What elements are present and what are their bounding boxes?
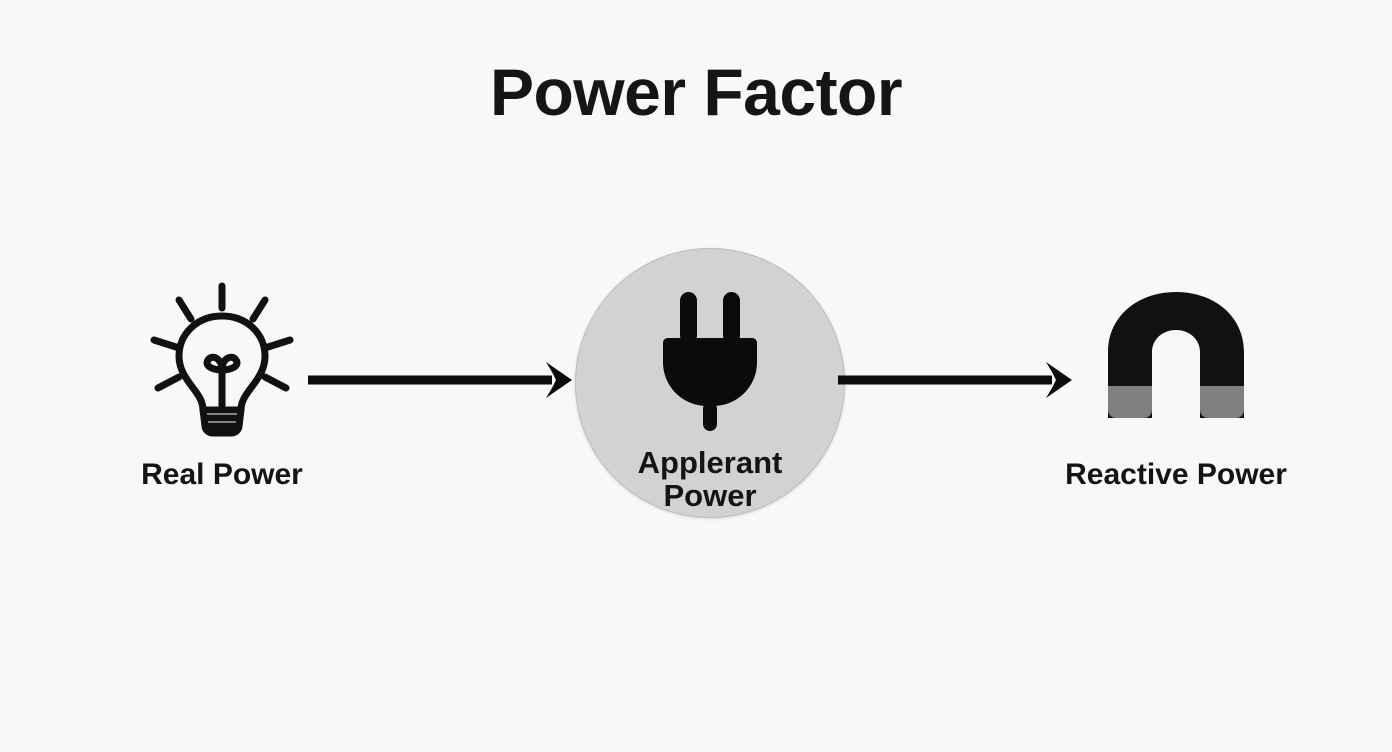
node-real-power-label: Real Power	[141, 458, 303, 491]
page-title: Power Factor	[489, 55, 903, 129]
node-reactive-power[interactable]: Reactive Power	[1045, 290, 1307, 492]
node-apparent-power-label-line2: Power	[663, 478, 757, 514]
horseshoe-magnet-icon	[1090, 290, 1262, 418]
node-real-power[interactable]: Real Power	[92, 278, 352, 492]
node-apparent-power[interactable]: Applerant Power	[575, 248, 845, 518]
lightbulb-icon	[142, 278, 302, 438]
arrow-real-to-apparent	[308, 358, 574, 402]
arrow-apparent-to-reactive	[838, 358, 1074, 402]
node-apparent-power-label: Applerant Power	[638, 446, 783, 513]
power-plug-icon	[656, 290, 764, 432]
node-reactive-power-label: Reactive Power	[1065, 458, 1287, 491]
node-apparent-power-label-line1: Applerant	[637, 445, 783, 480]
